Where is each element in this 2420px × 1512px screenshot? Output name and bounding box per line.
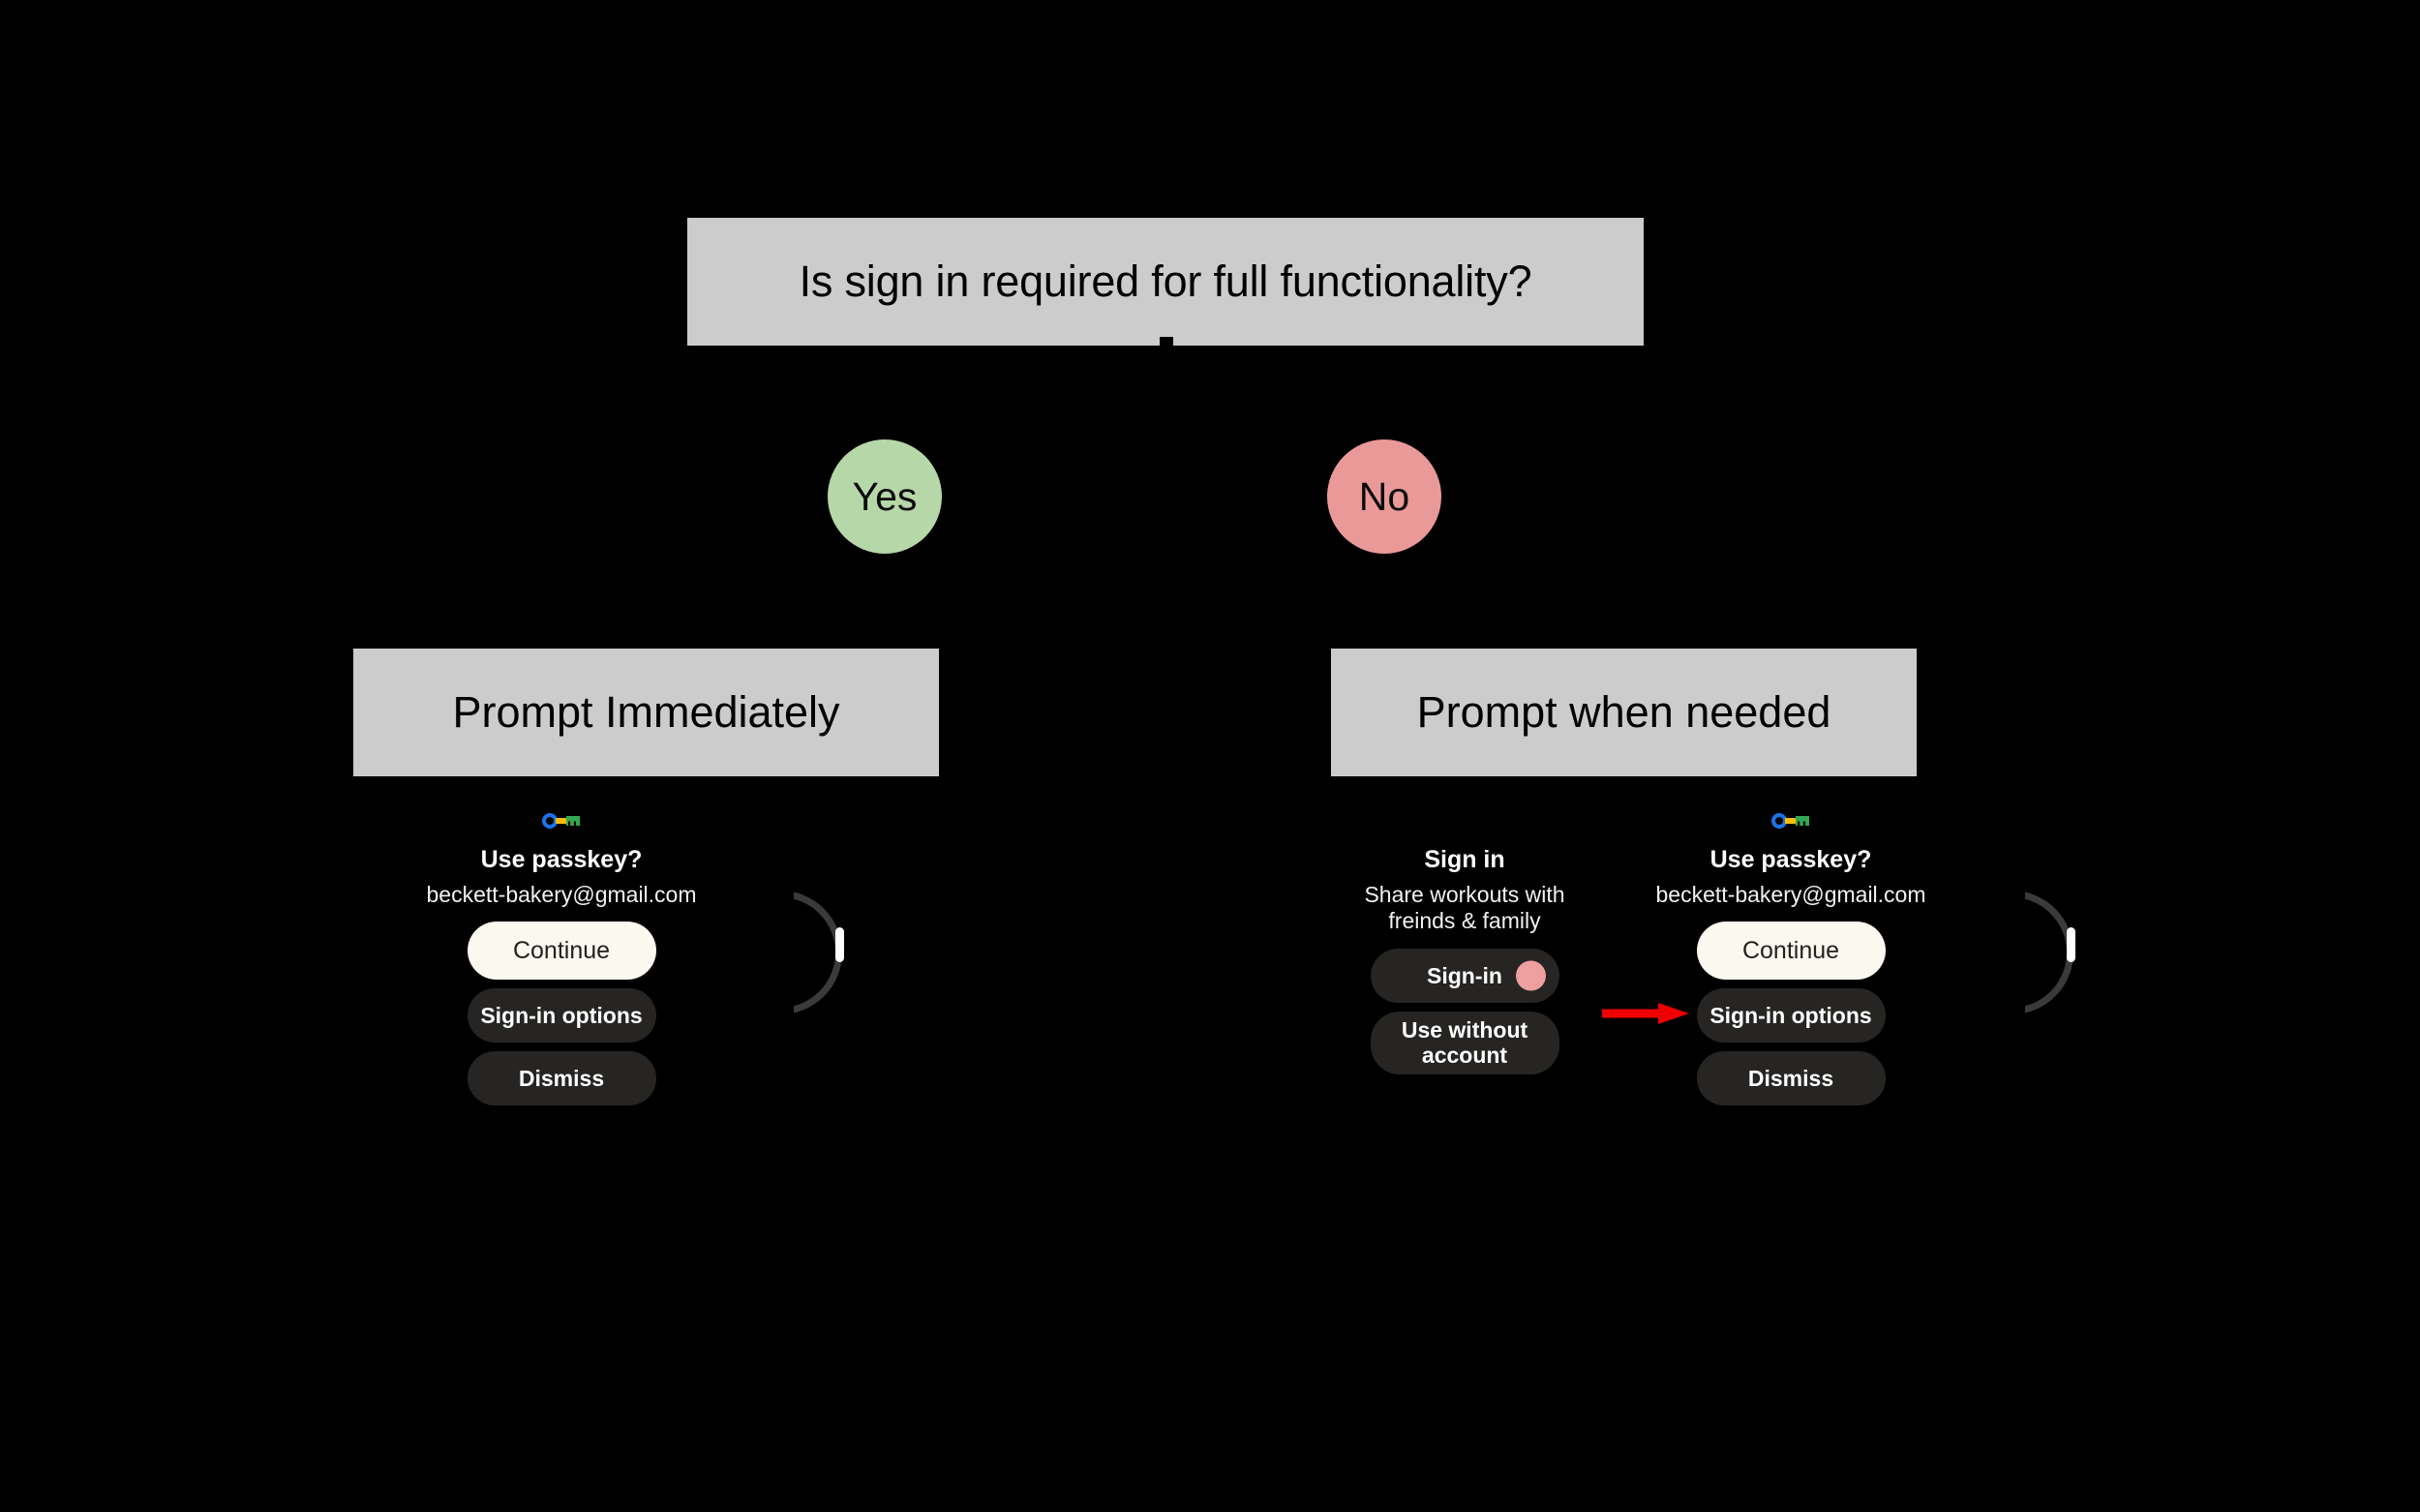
passkey-key-teeth: [1796, 816, 1809, 826]
watch-right-scroll-indicator[interactable]: [2025, 891, 2075, 1014]
watch-left-title: Use passkey?: [480, 846, 643, 873]
passkey-key-icon: [542, 811, 581, 831]
outcome-box-prompt-immediately: Prompt Immediately: [353, 649, 939, 776]
watch-right-signin-options-button[interactable]: Sign-in options: [1696, 988, 1886, 1043]
connector-decision-stub: [1160, 337, 1173, 347]
red-flow-arrow: [1602, 1003, 1689, 1024]
watch-left-scroll-indicator[interactable]: [794, 891, 844, 1014]
branch-label-yes: Yes: [852, 473, 918, 519]
watch-middle-subtitle: Share workouts with freinds & family: [1364, 881, 1565, 934]
branch-circle-no: No: [1327, 439, 1441, 554]
watch-middle-signin-dot-icon: [1515, 960, 1546, 991]
watch-right-title: Use passkey?: [1709, 846, 1872, 873]
decision-box: Is sign in required for full functionali…: [687, 218, 1644, 346]
outcome-label-prompt-when-needed: Prompt when needed: [1416, 687, 1831, 737]
watch-left-continue-button[interactable]: Continue: [467, 922, 656, 981]
decision-box-label: Is sign in required for full functionali…: [799, 257, 1532, 306]
watch-right-dismiss-button[interactable]: Dismiss: [1696, 1051, 1886, 1106]
outcome-label-prompt-immediately: Prompt Immediately: [452, 687, 840, 737]
watch-middle-signin-label: Sign-in: [1427, 962, 1502, 988]
watch-mock-left: Use passkey? beckett-bakery@gmail.com Co…: [402, 811, 721, 1115]
outcome-box-prompt-when-needed: Prompt when needed: [1331, 649, 1917, 776]
watch-left-subtitle: beckett-bakery@gmail.com: [426, 881, 697, 907]
watch-right-subtitle: beckett-bakery@gmail.com: [1655, 881, 1926, 907]
branch-circle-yes: Yes: [828, 439, 942, 554]
passkey-key-shaft: [556, 818, 568, 824]
watch-middle-use-without-account-button[interactable]: Use without account: [1370, 1011, 1559, 1074]
watch-right-continue-button[interactable]: Continue: [1696, 922, 1886, 981]
watch-middle-signin-button[interactable]: Sign-in: [1370, 948, 1559, 1003]
passkey-key-shaft: [1785, 818, 1798, 824]
watch-left-dismiss-button[interactable]: Dismiss: [467, 1051, 656, 1106]
scrollbar-thumb[interactable]: [835, 927, 844, 962]
watch-mock-middle: Sign in Share workouts with freinds & fa…: [1305, 811, 1624, 1083]
scrollbar-thumb[interactable]: [2067, 927, 2075, 962]
watch-middle-title: Sign in: [1424, 846, 1505, 873]
branch-label-no: No: [1358, 473, 1410, 519]
passkey-key-icon: [1771, 811, 1810, 831]
watch-left-signin-options-button[interactable]: Sign-in options: [467, 988, 656, 1043]
passkey-key-teeth: [566, 816, 580, 826]
watch-mock-right: Use passkey? beckett-bakery@gmail.com Co…: [1631, 811, 1951, 1115]
